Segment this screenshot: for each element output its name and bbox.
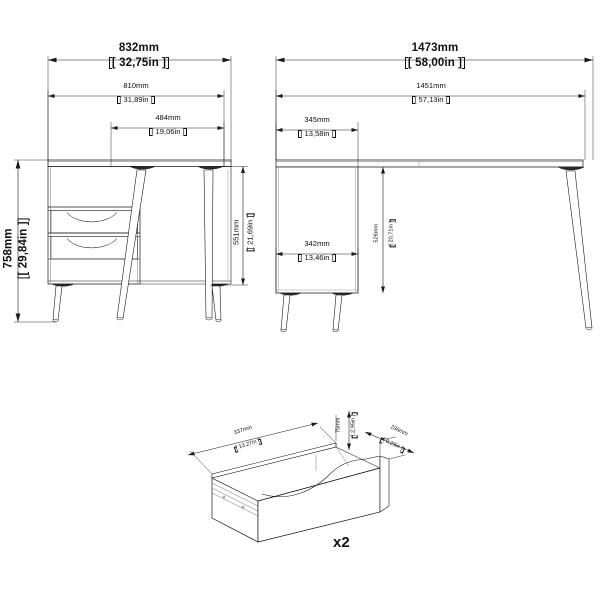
- dim-front-top-width: 810mm [ 31,89in ]: [106, 82, 166, 107]
- dim-front-overall-width-mm: 832mm: [118, 42, 160, 54]
- dim-front-top-width-in: [ 31,89in ]: [117, 94, 156, 104]
- drawer-detail-geometry: [211, 442, 390, 543]
- dim-side-cabinet-inner-length: 342mm [ 13,46in ]: [287, 240, 347, 265]
- dim-front-overall-height-in: [ 29,84in ]: [18, 218, 30, 278]
- dim-side-cabinet-height-in: [ 20,71in ]: [388, 221, 395, 246]
- drawer-quantity-label: x2: [333, 534, 350, 551]
- dim-front-cabinet-height-in: [ 21,69in ]: [245, 215, 255, 250]
- dim-front-leg-span: 484mm [ 19,06in ]: [138, 114, 198, 139]
- dim-side-cabinet-height: 526mm [ 20,71in ]: [374, 210, 398, 256]
- dim-drawer-height-in: [ 2,95in ]: [350, 414, 357, 437]
- dim-side-cabinet-inner-length-mm: 342mm: [304, 239, 330, 248]
- dim-front-overall-height-mm: 758mm: [2, 228, 15, 269]
- dim-side-cabinet-inner-length-in: [ 13,46in ]: [298, 252, 337, 262]
- dim-front-leg-span-mm: 484mm: [155, 113, 181, 122]
- dim-front-overall-width-in: [ 32,75in ]: [108, 57, 170, 70]
- dim-side-cabinet-length-mm: 345mm: [304, 115, 330, 124]
- dim-front-top-width-mm: 810mm: [123, 81, 149, 90]
- front-view-geometry: [47, 159, 232, 322]
- dim-side-overall-length-mm: 1473mm: [411, 42, 459, 54]
- dim-side-top-length-in: [ 57,13in ]: [412, 94, 451, 104]
- dim-side-top-length-mm: 1451mm: [416, 81, 446, 90]
- side-view-geometry: [275, 159, 593, 332]
- dim-drawer-height: 75mm [ 2,95in ]: [336, 403, 360, 447]
- dim-front-cabinet-height: 551mm [ 21,69in ]: [231, 202, 258, 262]
- dim-front-cabinet-height-mm: 551mm: [231, 219, 241, 246]
- dim-side-cabinet-length-in: [ 13,58in ]: [298, 128, 337, 138]
- dim-side-overall-length-in: [ 58,00in ]: [404, 57, 466, 70]
- dim-side-cabinet-length: 345mm [ 13,58in ]: [287, 116, 347, 141]
- dim-front-overall-width: 832mm [ 32,75in ]: [93, 42, 185, 71]
- dim-side-overall-length: 1473mm [ 58,00in ]: [388, 42, 482, 71]
- dim-side-top-length: 1451mm [ 57,13in ]: [400, 82, 462, 107]
- dim-front-overall-height: 758mm [ 29,84in ]: [3, 202, 32, 294]
- dim-front-leg-span-in: [ 19,06in ]: [149, 126, 188, 136]
- side-view-dimension-lines: [276, 57, 593, 293]
